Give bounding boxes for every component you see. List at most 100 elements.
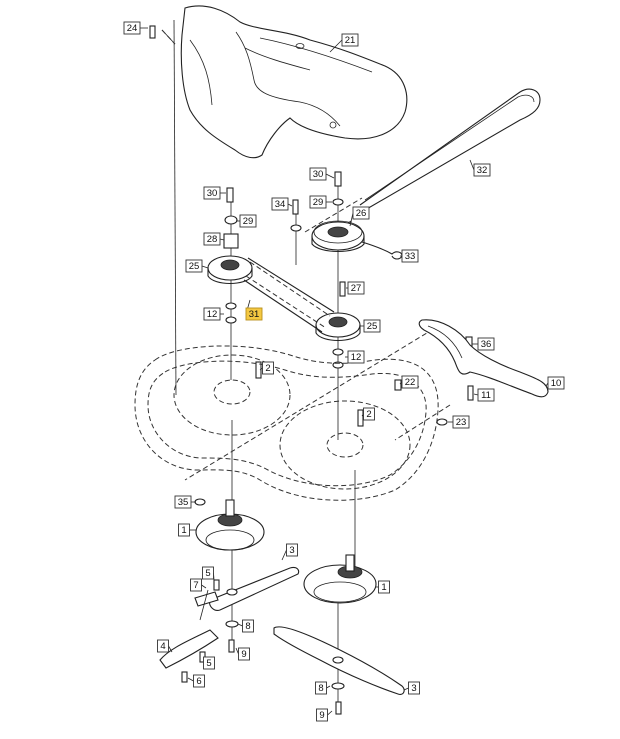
top-bolt-24 bbox=[149, 25, 156, 39]
callout-number: 2 bbox=[265, 363, 270, 374]
callout-2: 2 bbox=[361, 407, 375, 421]
callout-box bbox=[123, 21, 141, 35]
callout-number: 12 bbox=[207, 309, 218, 320]
callout-leader-line bbox=[219, 238, 225, 241]
pulley-right-25 bbox=[315, 312, 361, 342]
callout-box bbox=[309, 167, 327, 181]
callout-number: 32 bbox=[477, 165, 488, 176]
callout-number: 9 bbox=[319, 710, 324, 721]
callout-box bbox=[352, 206, 370, 220]
callout-box bbox=[203, 186, 221, 200]
callout-7: 7 bbox=[190, 578, 207, 592]
callout-box bbox=[174, 495, 192, 509]
callout-box bbox=[185, 259, 203, 273]
callout-number: 2 bbox=[366, 409, 371, 420]
spindle-housing-left bbox=[195, 499, 265, 551]
callout-box bbox=[477, 337, 495, 351]
callout-number: 28 bbox=[207, 234, 218, 245]
callout-box bbox=[193, 674, 205, 688]
callout-number: 8 bbox=[318, 683, 323, 694]
callout-36: 36 bbox=[472, 337, 495, 351]
callout-leader-line bbox=[325, 173, 335, 179]
callout-box bbox=[547, 376, 565, 390]
callout-leader-line bbox=[237, 623, 243, 627]
callout-box bbox=[202, 566, 214, 580]
callout-box bbox=[477, 388, 495, 402]
callout-number: 30 bbox=[313, 169, 324, 180]
callout-35: 35 bbox=[174, 495, 196, 509]
callout-leader-line bbox=[201, 265, 209, 269]
callout-3: 3 bbox=[403, 681, 420, 695]
callout-box bbox=[157, 639, 169, 653]
callout-box bbox=[401, 375, 419, 389]
callout-25: 25 bbox=[360, 319, 381, 333]
drive-belt-31 bbox=[243, 257, 335, 333]
callout-number: 1 bbox=[381, 582, 386, 593]
callout-number: 36 bbox=[481, 339, 492, 350]
spindle-housing-right bbox=[303, 554, 377, 604]
callout-number: 11 bbox=[481, 390, 491, 401]
callout-5: 5 bbox=[202, 566, 215, 581]
callout-box bbox=[262, 361, 274, 375]
callout-box bbox=[378, 580, 390, 594]
callout-4: 4 bbox=[157, 639, 173, 653]
lower-hardware bbox=[181, 579, 345, 715]
callout-22: 22 bbox=[399, 375, 419, 389]
mower-deck bbox=[134, 345, 439, 501]
pulley-left-25 bbox=[207, 255, 253, 285]
callout-2: 2 bbox=[259, 361, 274, 375]
callout-25: 25 bbox=[185, 259, 209, 273]
callout-number: 1 bbox=[181, 525, 186, 536]
callout-5: 5 bbox=[203, 656, 215, 670]
callout-leader-line bbox=[281, 549, 287, 561]
callout-number: 10 bbox=[551, 378, 562, 389]
callout-number: 5 bbox=[206, 658, 211, 669]
callout-12: 12 bbox=[203, 307, 224, 321]
blade-adapter-4 bbox=[159, 589, 219, 669]
callout-number: 5 bbox=[205, 568, 210, 579]
discharge-chute-10 bbox=[418, 319, 549, 398]
callout-33: 33 bbox=[400, 249, 419, 263]
callout-box bbox=[408, 681, 420, 695]
callout-box bbox=[363, 319, 381, 333]
blade-right bbox=[273, 626, 405, 695]
callout-number: 35 bbox=[178, 497, 189, 508]
callout-9: 9 bbox=[316, 708, 333, 722]
callout-box bbox=[341, 33, 359, 47]
callout-leader-line bbox=[329, 39, 343, 53]
callout-11: 11 bbox=[473, 388, 495, 402]
callout-34: 34 bbox=[271, 197, 293, 211]
belt-cover bbox=[180, 5, 408, 159]
callout-1: 1 bbox=[376, 580, 390, 594]
callout-number: 23 bbox=[456, 417, 467, 428]
callout-6: 6 bbox=[187, 674, 205, 688]
callout-number: 22 bbox=[405, 377, 416, 388]
callout-box bbox=[309, 195, 327, 209]
callout-number: 25 bbox=[189, 261, 200, 272]
callout-number: 8 bbox=[245, 621, 250, 632]
callout-number: 12 bbox=[351, 352, 362, 363]
callout-box bbox=[178, 523, 190, 537]
callout-box bbox=[238, 647, 250, 661]
callout-24: 24 bbox=[123, 21, 148, 35]
callout-number: 9 bbox=[241, 649, 246, 660]
spring-33 bbox=[361, 241, 403, 260]
callout-number: 31 bbox=[249, 309, 260, 320]
callout-box bbox=[316, 708, 328, 722]
callout-box bbox=[473, 163, 491, 177]
callout-leader-line bbox=[326, 685, 331, 689]
callout-number: 6 bbox=[196, 676, 201, 687]
callout-26: 26 bbox=[349, 206, 370, 227]
callout-number: 25 bbox=[367, 321, 378, 332]
callout-23: 23 bbox=[448, 415, 470, 429]
upper-pulley-26 bbox=[311, 220, 365, 253]
callout-number: 29 bbox=[243, 216, 254, 227]
callout-box bbox=[271, 197, 289, 211]
callout-leader-line bbox=[469, 159, 475, 171]
callout-number: 24 bbox=[127, 23, 138, 34]
callout-leader-line bbox=[168, 645, 173, 653]
callout-number: 30 bbox=[207, 188, 218, 199]
